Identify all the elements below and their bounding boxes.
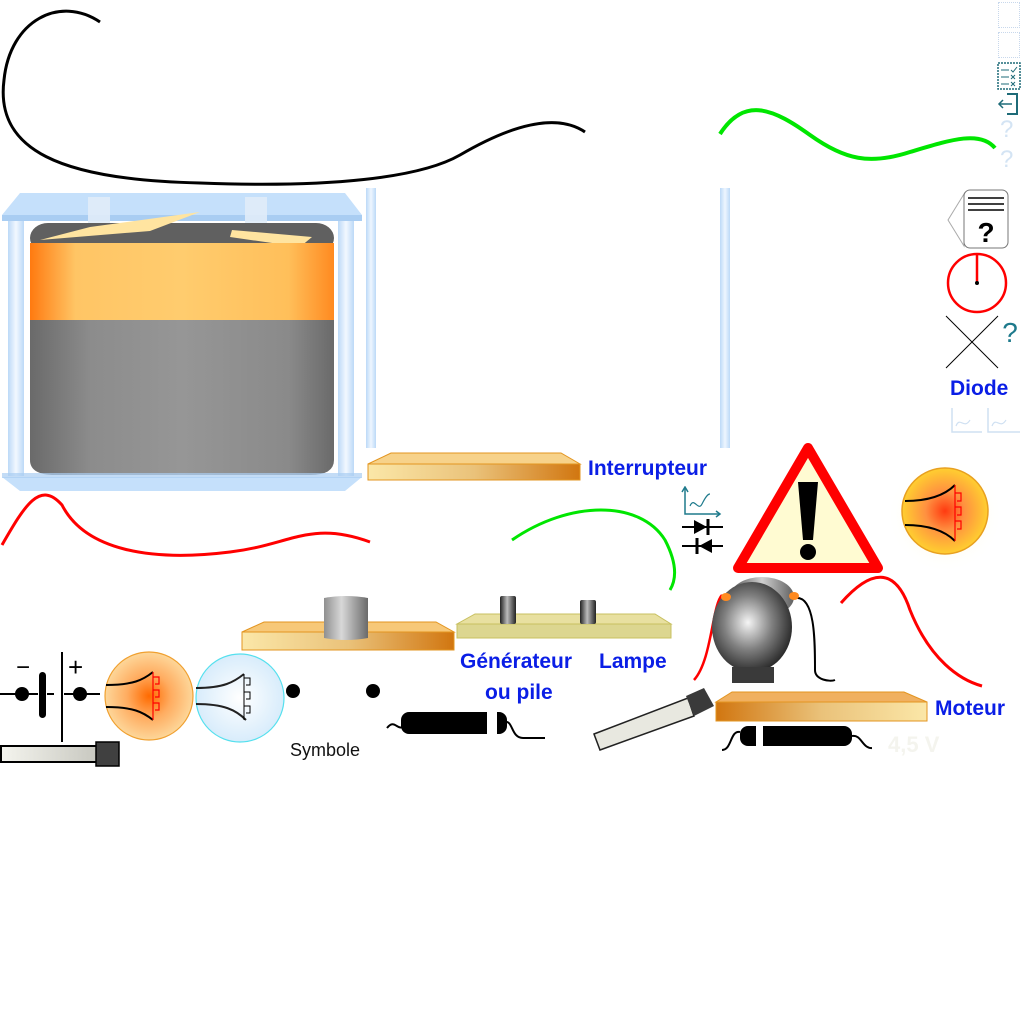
timer-icon[interactable] bbox=[944, 250, 1010, 316]
diode-forward-icon bbox=[682, 519, 723, 535]
generateur-label: Générateur bbox=[460, 650, 573, 673]
generateur-label-line2: ou pile bbox=[485, 681, 553, 704]
lamp-off-symbol[interactable] bbox=[194, 652, 286, 744]
moteur-label: Moteur bbox=[935, 697, 1005, 720]
lampe-label: Lampe bbox=[599, 650, 667, 673]
probe-icon-left[interactable] bbox=[0, 740, 122, 768]
battery-symbol-icon[interactable] bbox=[0, 650, 105, 750]
switch-post-right bbox=[720, 188, 730, 448]
voltage-label: 4,5 V bbox=[888, 732, 940, 757]
graph-icon-disabled[interactable] bbox=[946, 404, 1024, 438]
lamp-lit-icon[interactable] bbox=[885, 455, 1005, 575]
red-wire-motor[interactable] bbox=[693, 594, 724, 681]
lampe-board[interactable] bbox=[455, 594, 675, 644]
symbole-label: Symbole bbox=[290, 740, 361, 760]
diode-graph-icon[interactable] bbox=[680, 486, 725, 556]
red-wire-left[interactable] bbox=[0, 493, 371, 557]
diode-reverse-icon bbox=[682, 538, 723, 554]
diode-label: Diode bbox=[950, 377, 1009, 400]
interrupteur-board[interactable] bbox=[366, 450, 586, 484]
green-wire-bottom[interactable] bbox=[511, 508, 677, 591]
help-question-mark: ? bbox=[977, 217, 994, 248]
switch-post-left bbox=[366, 188, 376, 448]
cross-question-icon[interactable]: ? bbox=[944, 314, 1024, 370]
help-document-icon[interactable]: ? bbox=[944, 188, 1010, 250]
probe-icon-right[interactable] bbox=[590, 684, 720, 754]
switch-terminal-a bbox=[286, 684, 300, 698]
moteur-board[interactable] bbox=[714, 690, 930, 724]
red-wire-right[interactable] bbox=[839, 575, 983, 688]
motor-icon[interactable] bbox=[712, 572, 802, 687]
interrupteur-label: Interrupteur bbox=[588, 457, 708, 480]
help-icon-disabled-2[interactable]: ? bbox=[1000, 146, 1014, 173]
green-wire-top[interactable] bbox=[718, 108, 997, 161]
plus-sign: + bbox=[68, 652, 84, 682]
exit-icon[interactable] bbox=[997, 92, 1021, 118]
checklist-icon[interactable] bbox=[997, 62, 1021, 90]
generateur-board[interactable] bbox=[240, 594, 460, 654]
minus-sign: − bbox=[16, 654, 31, 681]
resistor-icon-center[interactable] bbox=[385, 708, 545, 744]
black-wire[interactable] bbox=[1, 9, 586, 186]
checklist-icon-disabled-2[interactable] bbox=[998, 32, 1020, 58]
switch-terminal-b bbox=[366, 684, 380, 698]
cross-question-mark: ? bbox=[1002, 317, 1018, 348]
lamp-lit-symbol[interactable] bbox=[103, 650, 195, 742]
battery-box[interactable] bbox=[0, 185, 365, 495]
help-icon-disabled[interactable]: ? bbox=[1000, 116, 1014, 143]
resistor-icon-right[interactable] bbox=[712, 722, 872, 758]
black-wire-motor[interactable] bbox=[794, 596, 836, 682]
checklist-icon-disabled[interactable] bbox=[998, 2, 1020, 28]
warning-icon bbox=[733, 443, 883, 573]
